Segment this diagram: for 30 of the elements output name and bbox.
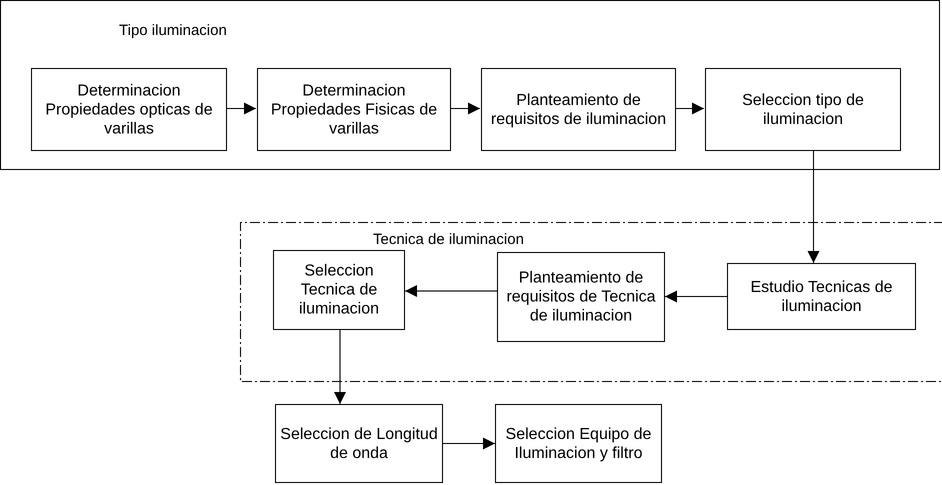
- box-label: Seleccion tipo de iluminacion: [741, 90, 865, 128]
- arrow: [450, 102, 480, 114]
- process-box: [705, 68, 901, 151]
- box-label: Seleccion Tecnica de iluminacion: [298, 262, 380, 318]
- group-title: Tecnica de iluminacion: [373, 230, 524, 249]
- arrow: [334, 330, 346, 404]
- box-label: Estudio Tecnicas de iluminacion: [749, 278, 894, 316]
- process-box: [495, 404, 662, 483]
- box-label: Seleccion de Longitud de onda: [279, 424, 439, 462]
- box-label: Planteamiento de requisitos de Tecnica de iluminacion: [505, 268, 657, 326]
- group-title: Tipo iluminacion: [119, 21, 227, 40]
- process-box: [497, 252, 665, 342]
- arrow: [664, 290, 728, 302]
- group-frame: [240, 222, 942, 382]
- process-box: [273, 250, 405, 330]
- box-label: Seleccion Equipo de Iluminacion y filtro: [504, 424, 652, 462]
- arrow: [808, 150, 820, 264]
- arrow: [674, 102, 704, 114]
- arrow: [226, 102, 256, 114]
- box-label: Determinacion Propiedades opticas de varillas: [44, 81, 214, 138]
- box-label: Planteamiento de requisitos de iluminacion: [490, 90, 668, 128]
- box-label: Determinacion Propiedades Fisicas de varillas: [270, 81, 438, 138]
- process-box: [31, 68, 227, 151]
- arrow: [442, 438, 496, 450]
- process-box: [481, 68, 676, 151]
- group-frame: [0, 0, 940, 170]
- process-box: [727, 263, 916, 330]
- arrow: [404, 285, 498, 297]
- process-box: [257, 68, 451, 151]
- process-box: [275, 404, 443, 483]
